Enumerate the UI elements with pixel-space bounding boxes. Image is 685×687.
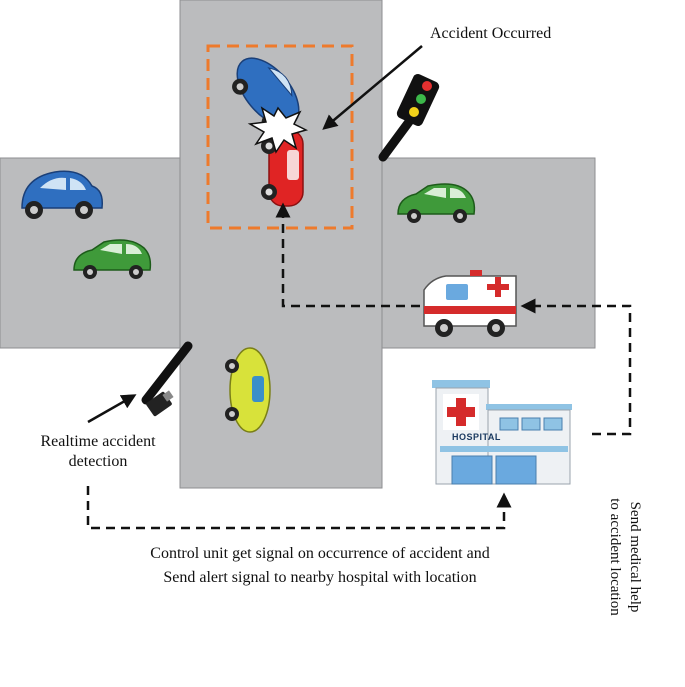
hospital-sign: HOSPITAL <box>452 432 501 442</box>
control-unit-label-line1: Control unit get signal on occurrence of… <box>150 545 490 562</box>
detection-to-hospital-arrow <box>86 486 512 530</box>
green-car <box>73 239 152 279</box>
accident-label: Accident Occurred <box>430 25 552 42</box>
accident-pointer-arrow <box>322 45 423 130</box>
camera-icon <box>141 341 193 417</box>
blue-car <box>21 170 104 219</box>
control-unit-label: Control unit get signal on occurrence of… <box>40 542 600 590</box>
accident-zone-box <box>206 44 354 230</box>
send-help-label-line1: Send medical help <box>627 501 643 613</box>
accident-scene-diagram <box>0 0 632 530</box>
ambulance-icon <box>423 270 517 337</box>
blue-crashed-car <box>232 57 300 130</box>
yellow-car <box>225 347 271 433</box>
detection-pointer-arrow <box>87 394 137 424</box>
hospital-to-ambulance-arrow <box>520 298 632 436</box>
hospital-icon <box>432 380 572 485</box>
ambulance-route-arrow <box>275 202 420 308</box>
send-help-label-line2: to accident location <box>607 498 623 616</box>
detection-label-line2: detection <box>68 453 128 470</box>
detection-label: Realtime accident detection <box>18 432 178 472</box>
connectors <box>86 45 632 530</box>
traffic-light-icon <box>378 73 440 162</box>
green-car-right <box>397 183 476 223</box>
collision-burst-icon <box>247 106 309 154</box>
control-unit-label-line2: Send alert signal to nearby hospital wit… <box>163 569 477 586</box>
send-help-label: Send medical help to accident location <box>599 427 645 687</box>
detection-label-line1: Realtime accident <box>40 433 156 450</box>
